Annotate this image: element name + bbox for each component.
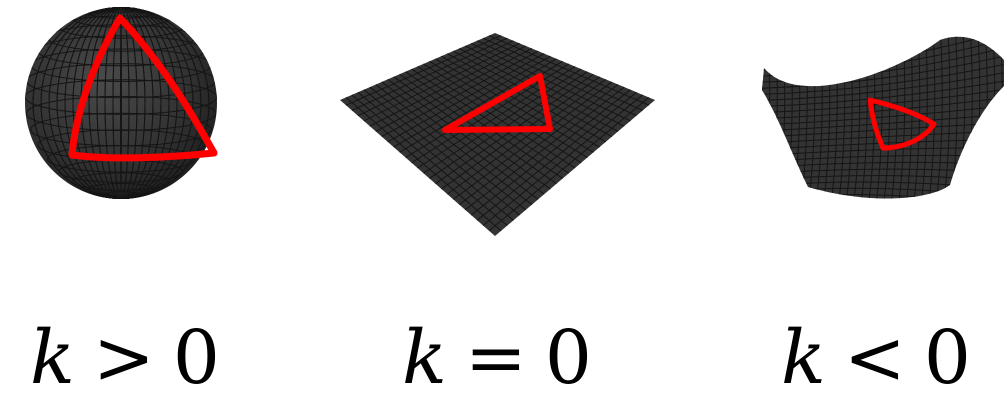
mesh-line xyxy=(928,36,936,199)
mesh-line xyxy=(470,89,631,216)
mesh-line xyxy=(32,7,210,199)
mesh-line xyxy=(464,86,625,211)
curvature-label-negative: k<0 xyxy=(748,318,1004,398)
mesh-line xyxy=(369,86,527,211)
mesh-line xyxy=(452,81,613,200)
label-value: 0 xyxy=(172,315,220,401)
mesh-line xyxy=(755,201,1004,215)
mesh-line xyxy=(405,71,563,179)
mesh-line xyxy=(762,71,1004,102)
mesh-line xyxy=(411,68,570,174)
mesh-line xyxy=(345,97,502,232)
saddle-triangle xyxy=(867,97,937,151)
label-operator: = xyxy=(464,315,527,401)
mesh-line xyxy=(763,36,771,199)
mesh-line xyxy=(762,113,1004,132)
mesh-line xyxy=(393,76,551,190)
mesh-line xyxy=(363,89,520,216)
mesh-line xyxy=(935,36,943,199)
mesh-line xyxy=(96,7,146,199)
mesh-line xyxy=(762,105,1004,126)
mesh-line xyxy=(762,96,1004,120)
label-variable: k xyxy=(402,315,447,401)
mesh-line xyxy=(88,7,154,199)
plane-triangle xyxy=(442,73,553,133)
label-operator: > xyxy=(92,315,155,401)
mesh-line xyxy=(72,7,170,199)
sphere-surface xyxy=(25,7,218,199)
mesh-line xyxy=(458,84,619,206)
mesh-line xyxy=(351,94,508,226)
mesh-line xyxy=(64,7,178,199)
label-value: 0 xyxy=(544,315,592,401)
mesh-line xyxy=(417,66,576,169)
mesh-line xyxy=(357,91,514,221)
saddle-surface xyxy=(755,36,1004,215)
mesh-line xyxy=(476,91,637,221)
mesh-line xyxy=(112,7,130,199)
sphere-geodesic-triangle xyxy=(68,14,218,162)
label-variable: k xyxy=(781,315,826,401)
mesh-line xyxy=(375,84,533,206)
mesh-line xyxy=(762,36,763,199)
mesh-line xyxy=(387,78,545,195)
mesh-line xyxy=(104,7,138,199)
mesh-line xyxy=(423,68,582,174)
curvature-label-positive: k>0 xyxy=(0,318,250,398)
label-value: 0 xyxy=(923,315,971,401)
mesh-line xyxy=(381,81,539,200)
mesh-line xyxy=(120,7,122,199)
mesh-line xyxy=(48,7,194,199)
mesh-line xyxy=(762,79,1004,108)
plane-grid-lines xyxy=(345,35,650,232)
label-variable: k xyxy=(30,315,75,401)
label-operator: < xyxy=(843,315,906,401)
mesh-line xyxy=(441,76,600,190)
mesh-line xyxy=(429,71,588,179)
mesh-line xyxy=(488,97,650,232)
mesh-line xyxy=(447,78,607,195)
plane-surface xyxy=(340,33,655,236)
mesh-line xyxy=(40,7,202,199)
mesh-line xyxy=(762,63,1004,96)
mesh-line xyxy=(482,94,644,226)
curvature-label-zero: k=0 xyxy=(372,318,622,398)
mesh-line xyxy=(762,54,1004,89)
